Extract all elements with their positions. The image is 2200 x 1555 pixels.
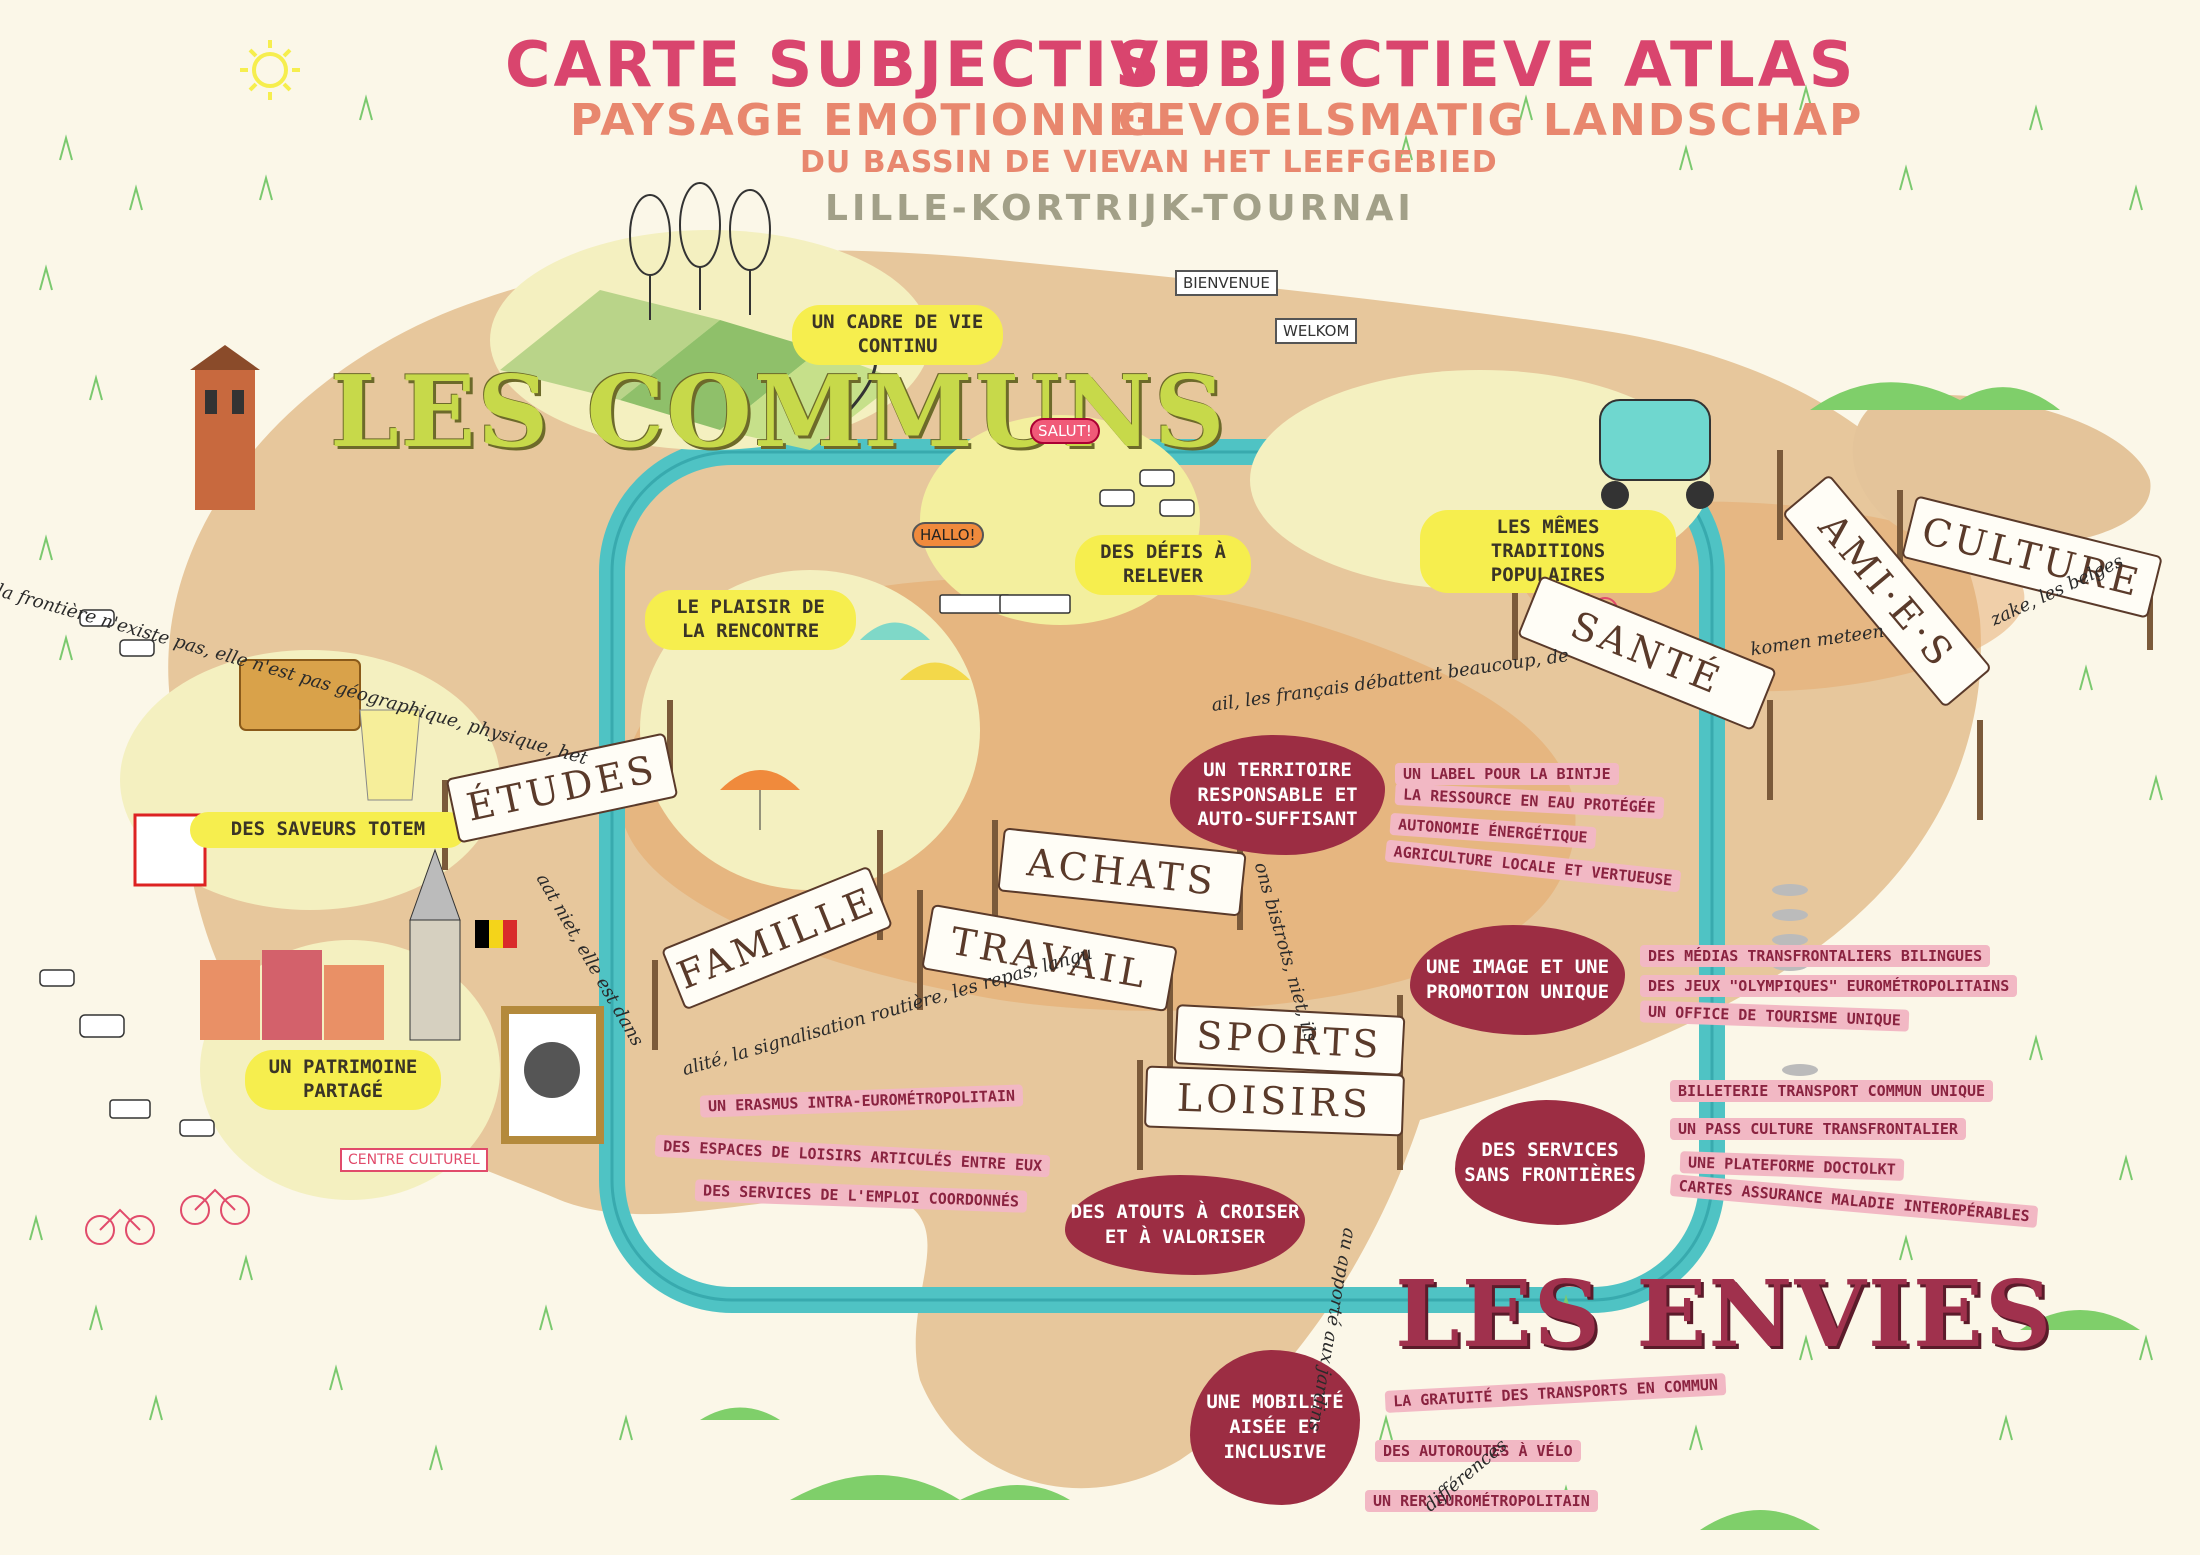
item-medias-bilingues: DES MÉDIAS TRANSFRONTALIERS BILINGUES	[1640, 945, 1991, 967]
sign-bienvenue: BIENVENUE	[1175, 270, 1278, 296]
theme-services-sans-frontieres: DES SERVICES SANS FRONTIÈRES	[1455, 1100, 1645, 1225]
theme-atouts: DES ATOUTS À CROISER ET À VALORISER	[1065, 1175, 1305, 1275]
sign-welkom: WELKOM	[1275, 318, 1358, 344]
item-autoroutes-velo: DES AUTOROUTES À VÉLO	[1375, 1440, 1581, 1462]
item-jeux-olympiques: DES JEUX "OLYMPIQUES" EUROMÉTROPOLITAINS	[1640, 975, 2018, 997]
label-traditions: LES MÊMES TRADITIONS POPULAIRES	[1420, 510, 1676, 594]
subtitle2-nl: VAN HET LEEFGEBIED	[1118, 145, 1498, 180]
theme-image-promotion: UNE IMAGE ET UNE PROMOTION UNIQUE	[1410, 925, 1625, 1035]
wagon-icon	[1599, 399, 1711, 481]
waffle-icon	[239, 659, 361, 731]
plaisir-blob	[640, 570, 980, 890]
cars-icon	[39, 469, 1195, 1137]
section-les-envies: LES ENVIES	[1395, 1260, 2054, 1368]
title-fr: CARTE SUBJECTIVE	[505, 28, 1207, 101]
label-saveurs-totem: DES SAVEURS TOTEM	[190, 812, 466, 848]
item-label-bintje: UN LABEL POUR LA BINTJE	[1395, 763, 1619, 785]
item-pass-culture: UN PASS CULTURE TRANSFRONTALIER	[1670, 1118, 1966, 1140]
section-les-communs: LES COMMUNS	[330, 355, 1227, 470]
theme-territoire: UN TERRITOIRE RESPONSABLE ET AUTO-SUFFIS…	[1170, 735, 1385, 855]
banner-loisirs: LOISIRS	[1143, 1065, 1406, 1137]
green-hills	[700, 382, 2140, 1530]
label-patrimoine: UN PATRIMOINE PARTAGÉ	[245, 1050, 441, 1110]
speech-salut: SALUT!	[1030, 418, 1100, 444]
speech-hallo: HALLO!	[912, 522, 984, 548]
beer-glass-icon	[359, 709, 421, 801]
houses-icon	[200, 950, 384, 1040]
theme-mobilite: UNE MOBILITÉ AISÉE ET INCLUSIVE	[1190, 1350, 1360, 1505]
grass-tufts	[29, 84, 2163, 1511]
subtitle-fr: PAYSAGE EMOTIONNEL	[570, 95, 1170, 146]
place-name: LILLE-KORTRIJK-TOURNAI	[825, 188, 1415, 229]
item-rer: UN RER EUROMÉTROPOLITAIN	[1365, 1490, 1598, 1512]
flag-icon	[475, 920, 517, 948]
sign-centre-culturel: CENTRE CULTUREL	[340, 1148, 488, 1172]
sun-icon	[240, 40, 300, 100]
banner-sports: SPORTS	[1173, 1004, 1406, 1076]
label-plaisir-rencontre: LE PLAISIR DE LA RENCONTRE	[645, 590, 856, 650]
item-billeterie: BILLETERIE TRANSPORT COMMUN UNIQUE	[1670, 1080, 1994, 1102]
belfry-icon	[190, 345, 260, 510]
umbrella-icon	[720, 622, 970, 830]
church-icon	[409, 848, 461, 1041]
label-defis: DES DÉFIS À RELEVER	[1075, 535, 1251, 595]
subtitle-nl: GEVOELSMATIG LANDSCHAP	[1118, 95, 1864, 146]
poplar-trees	[629, 182, 771, 320]
subtitle2-fr: DU BASSIN DE VIE	[800, 145, 1122, 180]
title-nl: SUBJECTIEVE ATLAS	[1115, 28, 1857, 101]
label-cadre-de-vie: UN CADRE DE VIE CONTINU	[792, 305, 1003, 365]
